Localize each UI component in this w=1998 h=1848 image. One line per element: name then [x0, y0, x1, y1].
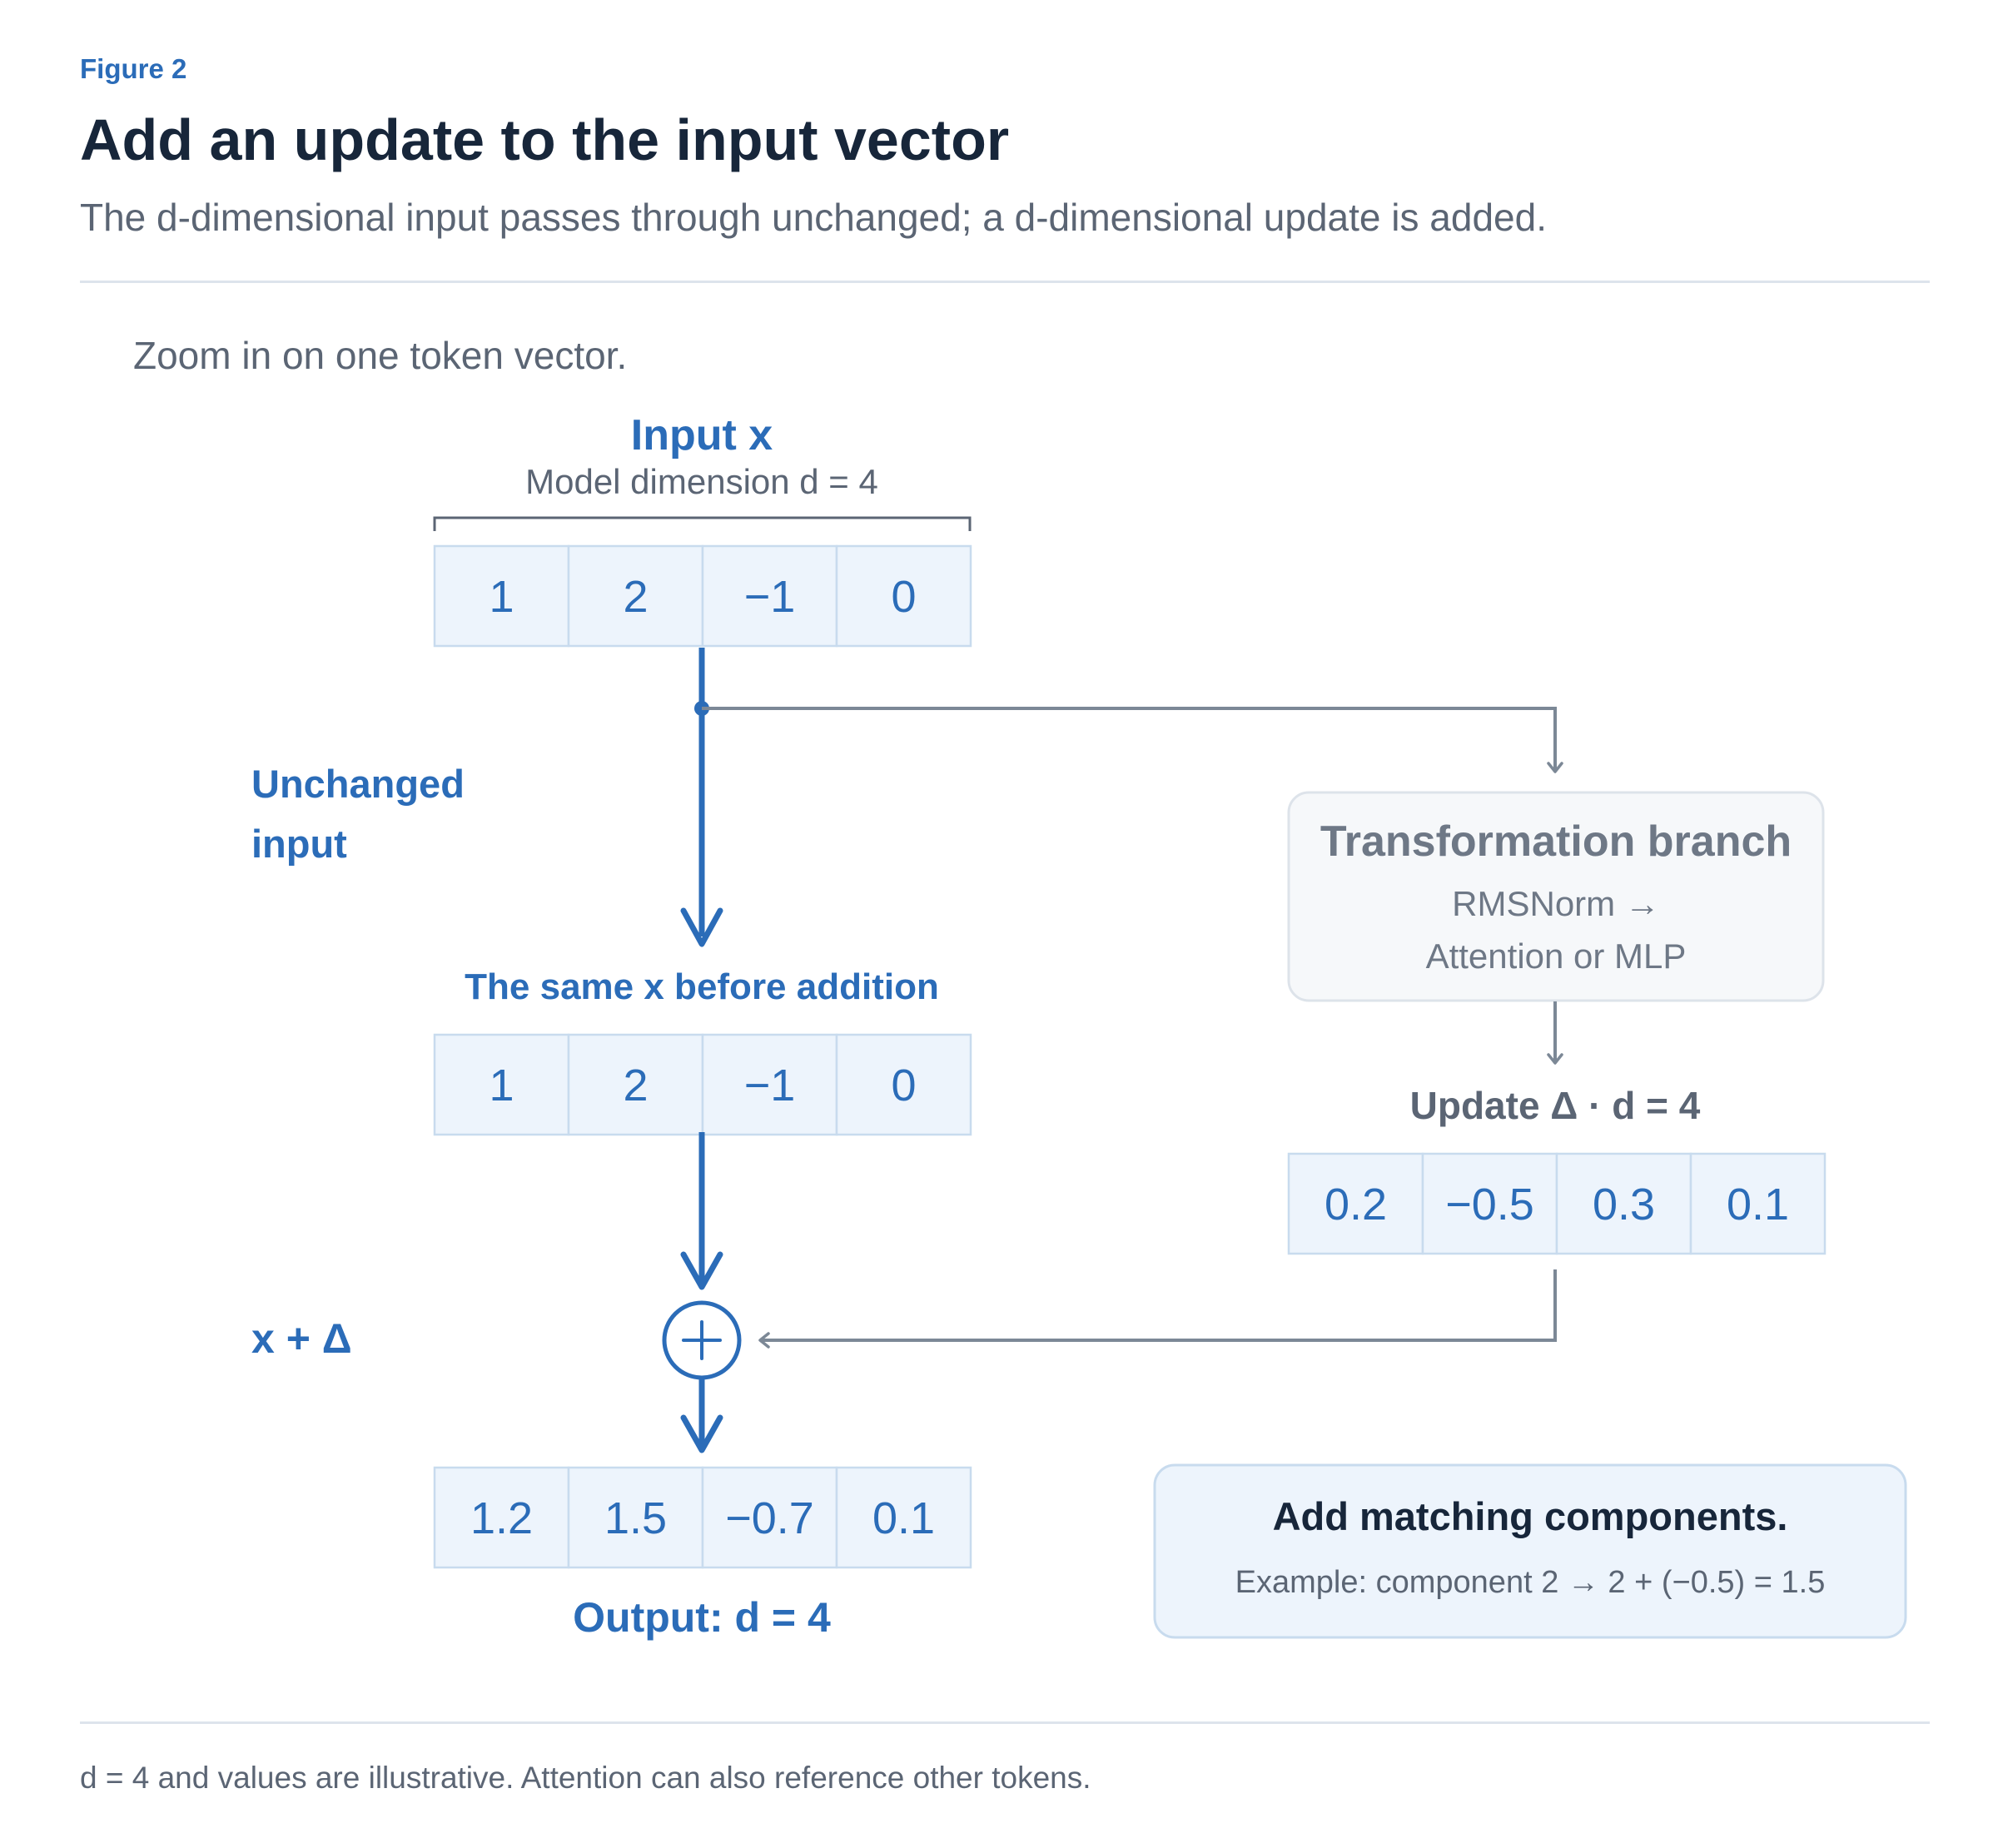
update-cell-value-3: 0.3 — [1593, 1180, 1655, 1230]
same-x-label: The same x before addition — [465, 966, 939, 1007]
transformation-branch-title: Transformation branch — [1320, 817, 1792, 866]
unchanged-input-label-line1: Unchanged — [251, 762, 465, 806]
input-cell-value-1: 1 — [489, 572, 514, 622]
output-cell-2 — [567, 1466, 704, 1569]
sum-to-output-arrowhead — [680, 1414, 723, 1453]
same-x-cell-2 — [567, 1033, 704, 1136]
output-label: Output: d = 4 — [573, 1594, 831, 1641]
output-cell-3 — [701, 1466, 838, 1569]
top-divider — [80, 281, 1930, 283]
input-cell-4 — [835, 544, 972, 648]
same-x-vector: 1 2 −1 0 — [433, 1033, 972, 1136]
same-x-cell-value-1: 1 — [489, 1061, 514, 1110]
transformation-branch-line1: RMSNorm → — [1452, 884, 1660, 923]
output-cell-value-1: 1.2 — [470, 1493, 533, 1543]
update-cell-3 — [1555, 1152, 1692, 1255]
page-subtitle: The d-dimensional input passes through u… — [80, 196, 1547, 239]
page-title: Add an update to the input vector — [80, 107, 1010, 172]
input-title: Input x — [631, 411, 773, 460]
update-to-sum-arrow — [758, 1269, 1557, 1349]
same-x-to-sum-arrowhead — [680, 1251, 723, 1290]
branch-connector — [702, 707, 1563, 773]
output-cell-4 — [835, 1466, 972, 1569]
same-x-cell-value-4: 0 — [891, 1061, 916, 1110]
update-label: Update Δ · d = 4 — [1410, 1084, 1701, 1127]
input-cell-value-3: −1 — [744, 572, 796, 622]
input-cell-value-2: 2 — [623, 572, 648, 622]
same-x-cell-value-2: 2 — [623, 1061, 648, 1110]
unchanged-input-label-line2: input — [251, 822, 347, 866]
update-cell-value-4: 0.1 — [1727, 1180, 1789, 1230]
dimension-bracket — [433, 516, 972, 531]
input-cell-value-4: 0 — [891, 572, 916, 622]
output-cell-value-3: −0.7 — [725, 1493, 814, 1543]
plus-icon — [682, 1320, 722, 1360]
same-x-cell-value-3: −1 — [744, 1061, 796, 1110]
note-title: Add matching components. — [1273, 1494, 1788, 1538]
same-x-cell-3 — [701, 1033, 838, 1136]
input-cell-1 — [433, 544, 570, 648]
input-vector: 1 2 −1 0 — [433, 544, 972, 648]
update-cell-4 — [1689, 1152, 1827, 1255]
sum-label: x + Δ — [251, 1315, 352, 1362]
output-cell-1 — [433, 1466, 570, 1569]
same-x-cell-1 — [433, 1033, 570, 1136]
input-subtitle: Model dimension d = 4 — [525, 462, 878, 501]
update-cell-2 — [1421, 1152, 1558, 1255]
update-cell-value-2: −0.5 — [1445, 1180, 1534, 1230]
figure-label: Figure 2 — [80, 53, 187, 84]
transformation-branch-line2: Attention or MLP — [1426, 936, 1687, 976]
footer-note: d = 4 and values are illustrative. Atten… — [80, 1761, 1091, 1795]
same-x-cell-4 — [835, 1033, 972, 1136]
skip-path-arrowhead — [680, 907, 723, 947]
note-box — [1153, 1463, 1907, 1639]
bottom-divider — [80, 1721, 1930, 1724]
update-vector: 0.2 −0.5 0.3 0.1 — [1287, 1152, 1827, 1255]
update-cell-value-1: 0.2 — [1325, 1180, 1387, 1230]
output-cell-value-4: 0.1 — [872, 1493, 935, 1543]
output-vector: 1.2 1.5 −0.7 0.1 — [433, 1466, 972, 1569]
note-example: Example: component 2 → 2 + (−0.5) = 1.5 — [1235, 1565, 1826, 1600]
transformation-branch-box — [1287, 791, 1825, 1002]
intro-text: Zoom in on one token vector. — [133, 334, 628, 377]
output-cell-value-2: 1.5 — [604, 1493, 667, 1543]
